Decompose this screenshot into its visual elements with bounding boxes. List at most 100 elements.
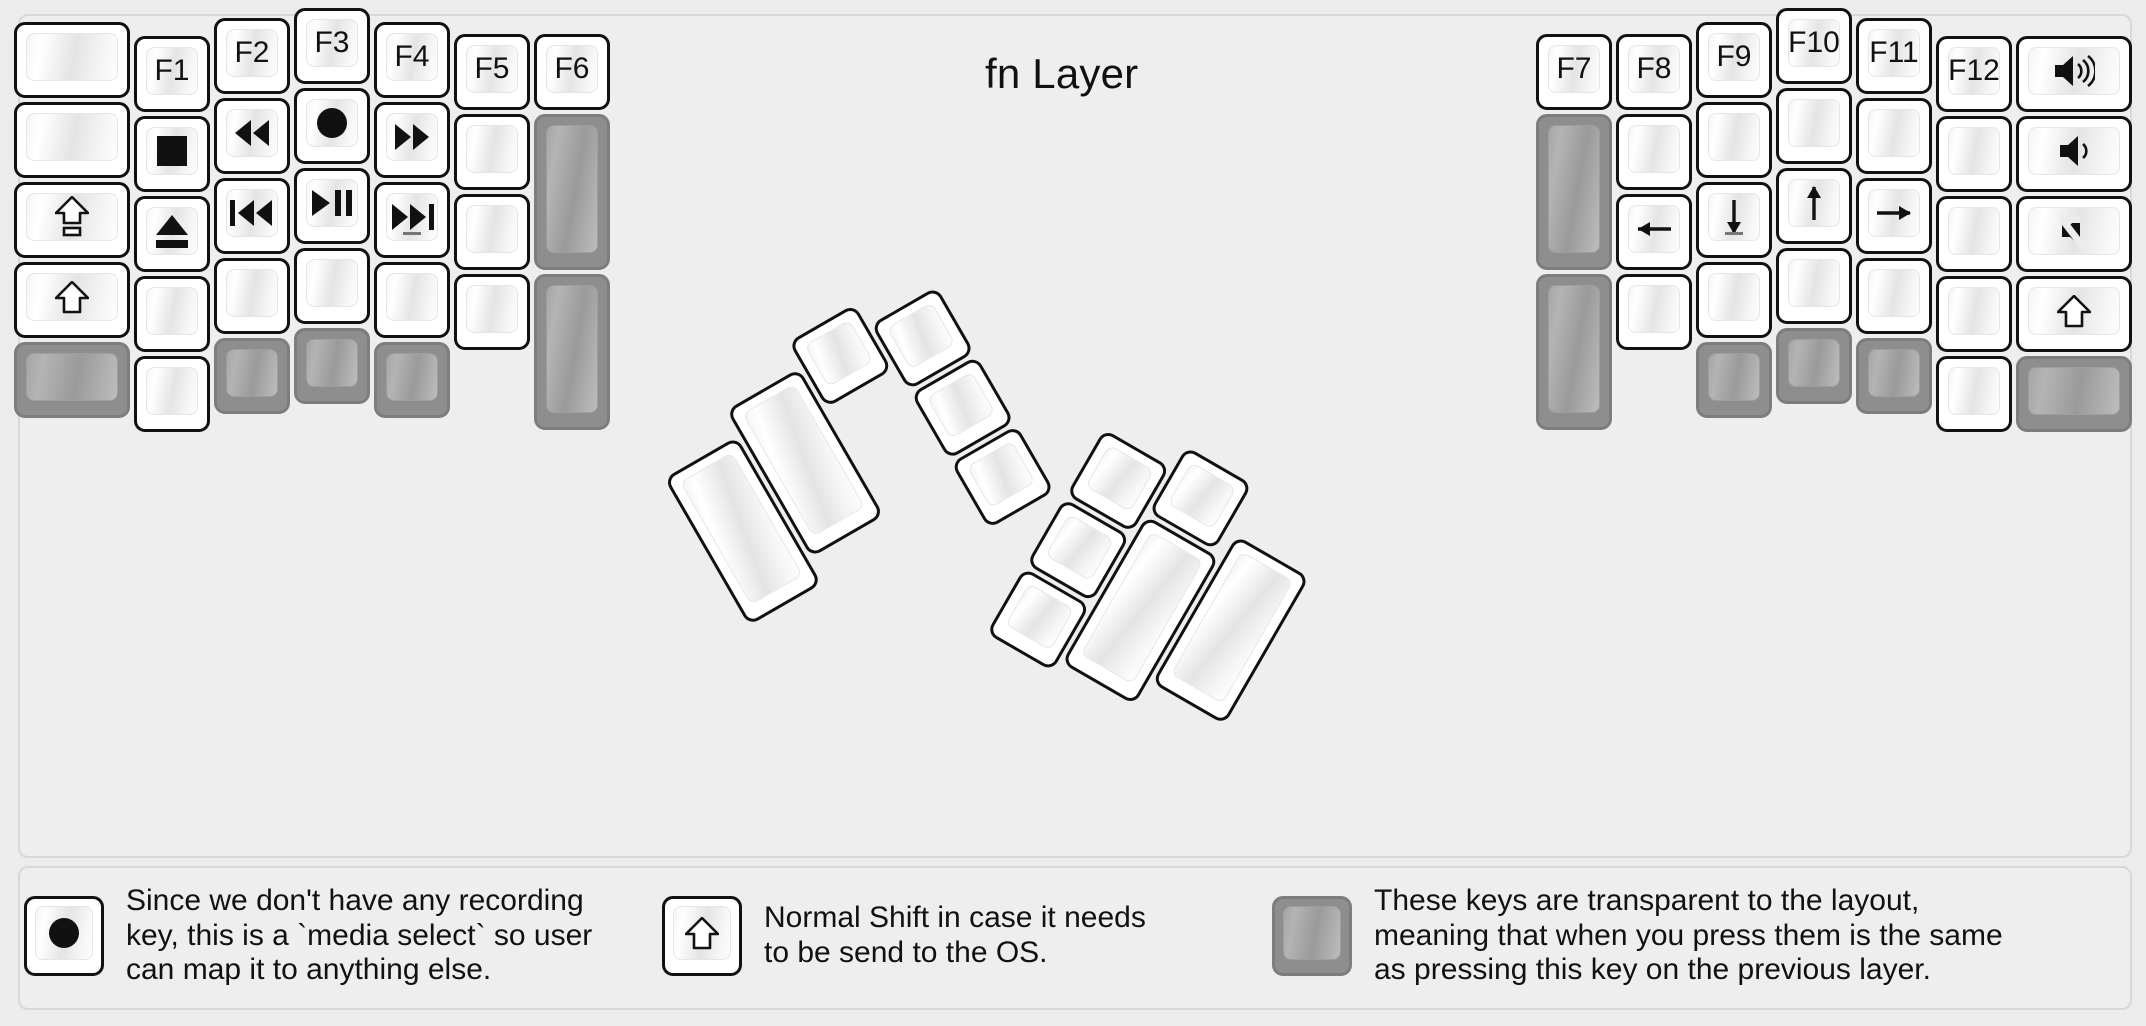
left-index-key-4[interactable] — [374, 262, 450, 338]
keycap-face — [306, 339, 358, 387]
page-title: fn Layer — [985, 50, 1139, 97]
left-index-key-5[interactable] — [374, 342, 450, 418]
left-index-inner-key-2[interactable] — [454, 114, 530, 190]
right-pinky-outer-key-1[interactable]: F12 — [1936, 36, 2012, 112]
key-label: F4 — [394, 40, 430, 73]
right-index-key-4[interactable] — [1616, 274, 1692, 350]
legend-text-2: Normal Shift in case it needs to be send… — [764, 901, 1146, 969]
left-index-inner-key-1[interactable]: F5 — [454, 34, 530, 110]
left-ring-key-3[interactable] — [214, 178, 290, 254]
arrow-left-icon — [1635, 216, 1673, 242]
right-middle-key-5[interactable] — [1696, 342, 1772, 418]
keycap-face — [1788, 259, 1840, 307]
keycap-face — [146, 367, 198, 415]
left-middle-key-2[interactable] — [294, 88, 370, 164]
left-index-key-3[interactable] — [374, 182, 450, 258]
keycap-face — [1628, 125, 1680, 173]
left-pinky-outer-key-2[interactable] — [14, 102, 130, 178]
left-pinky-key-4[interactable] — [134, 276, 210, 352]
right-index-inner-key-1[interactable]: F7 — [1536, 34, 1612, 110]
left-index-key-2[interactable] — [374, 102, 450, 178]
left-index-inner-key-4[interactable] — [454, 274, 530, 350]
left-pinky-key-1[interactable]: F1 — [134, 36, 210, 112]
right-ring-key-1[interactable]: F10 — [1776, 8, 1852, 84]
left-extra-inner-key-1[interactable]: F6 — [534, 34, 610, 110]
media-prev-track-icon — [230, 198, 274, 228]
media-eject-icon — [155, 213, 189, 249]
arrow-down-icon — [1721, 198, 1747, 236]
keycap-face — [466, 125, 518, 173]
media-next-track-icon — [390, 202, 434, 232]
left-pinky-key-2[interactable] — [134, 116, 210, 192]
right-index-key-2[interactable] — [1616, 114, 1692, 190]
right-index-inner-key-3[interactable] — [1536, 274, 1612, 430]
left-pinky-outer-key-1[interactable] — [14, 22, 130, 98]
right-index-key-3[interactable] — [1616, 194, 1692, 270]
right-pinky-key-3[interactable] — [1856, 178, 1932, 254]
right-outer-extra-key-4[interactable] — [2016, 276, 2132, 352]
left-extra-inner-key-3[interactable] — [534, 274, 610, 430]
left-ring-key-2[interactable] — [214, 98, 290, 174]
right-index-key-1[interactable]: F8 — [1616, 34, 1692, 110]
key-label: F5 — [474, 52, 510, 85]
right-middle-key-1[interactable]: F9 — [1696, 22, 1772, 98]
right-pinky-outer-key-5[interactable] — [1936, 356, 2012, 432]
left-pinky-outer-key-5[interactable] — [14, 342, 130, 418]
left-pinky-outer-key-3[interactable] — [14, 182, 130, 258]
left-index-key-1[interactable]: F4 — [374, 22, 450, 98]
left-ring-key-1[interactable]: F2 — [214, 18, 290, 94]
right-ring-key-5[interactable] — [1776, 328, 1852, 404]
right-middle-key-3[interactable] — [1696, 182, 1772, 258]
right-ring-key-2[interactable] — [1776, 88, 1852, 164]
right-pinky-outer-key-3[interactable] — [1936, 196, 2012, 272]
left-extra-inner-key-2[interactable] — [534, 114, 610, 270]
left-middle-key-3[interactable] — [294, 168, 370, 244]
keycap-face — [26, 33, 118, 81]
right-pinky-outer-key-2[interactable] — [1936, 116, 2012, 192]
legend-text-1: Since we don't have any recording key, t… — [126, 883, 593, 987]
right-outer-extra-key-5[interactable] — [2016, 356, 2132, 432]
media-play-pause-icon — [310, 188, 354, 218]
keycap-face — [1948, 207, 2000, 255]
right-pinky-key-5[interactable] — [1856, 338, 1932, 414]
right-outer-extra-key-1[interactable] — [2016, 36, 2132, 112]
keycap-face — [1788, 19, 1840, 67]
left-pinky-key-5[interactable] — [134, 356, 210, 432]
right-ring-key-3[interactable] — [1776, 168, 1852, 244]
keycap-face — [2028, 47, 2120, 95]
keycap-face — [2028, 367, 2120, 415]
right-middle-key-4[interactable] — [1696, 262, 1772, 338]
right-index-inner-key-2[interactable] — [1536, 114, 1612, 270]
key-label: F1 — [154, 54, 190, 87]
key-under-mark — [403, 232, 421, 235]
key-label: F8 — [1636, 52, 1672, 85]
left-pinky-outer-key-4[interactable] — [14, 262, 130, 338]
left-middle-key-4[interactable] — [294, 248, 370, 324]
right-ring-key-4[interactable] — [1776, 248, 1852, 324]
keycap-face — [1708, 113, 1760, 161]
right-outer-extra-key-2[interactable] — [2016, 116, 2132, 192]
left-ring-key-4[interactable] — [214, 258, 290, 334]
right-outer-extra-key-3[interactable] — [2016, 196, 2132, 272]
right-pinky-key-2[interactable] — [1856, 98, 1932, 174]
keycap-face — [1548, 45, 1600, 93]
keycap-face — [386, 353, 438, 401]
right-pinky-key-4[interactable] — [1856, 258, 1932, 334]
right-middle-key-2[interactable] — [1696, 102, 1772, 178]
keycap-face — [1708, 353, 1760, 401]
keycap-face — [1283, 906, 1341, 960]
keycap-face — [886, 302, 956, 370]
right-pinky-key-1[interactable]: F11 — [1856, 18, 1932, 94]
right-pinky-outer-key-4[interactable] — [1936, 276, 2012, 352]
legend-key-2 — [662, 896, 742, 976]
keycap-face — [226, 349, 278, 397]
left-ring-key-5[interactable] — [214, 338, 290, 414]
left-pinky-key-3[interactable] — [134, 196, 210, 272]
keycap-face — [546, 285, 598, 413]
left-middle-key-5[interactable] — [294, 328, 370, 404]
left-index-inner-key-3[interactable] — [454, 194, 530, 270]
legend-item-3: These keys are transparent to the layout… — [1272, 884, 2003, 986]
left-middle-key-1[interactable]: F3 — [294, 8, 370, 84]
arrow-up-icon — [1801, 184, 1827, 222]
arrow-right-icon — [1875, 200, 1913, 226]
